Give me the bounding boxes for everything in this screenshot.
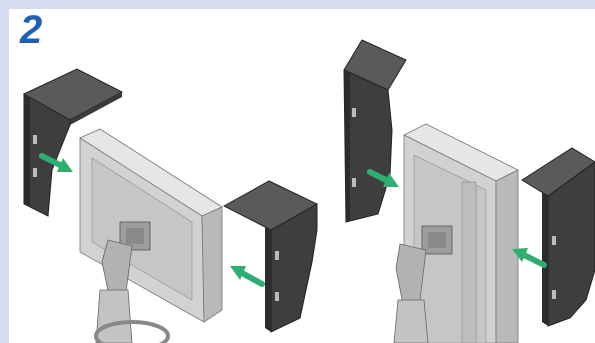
push-arrow-icon (230, 266, 262, 284)
stand-neck (394, 300, 428, 343)
vesa-mount-plate (428, 232, 446, 248)
portrait-monitor-hood-assembly (344, 40, 595, 343)
mounting-slot-icon (275, 251, 279, 260)
mounting-slot-icon (33, 135, 37, 144)
right-hood-panel (224, 181, 317, 332)
vesa-mount-plate (126, 228, 144, 244)
mounting-slot-icon (275, 292, 279, 301)
hood-side-panel (344, 70, 392, 222)
mounting-slot-icon (352, 178, 356, 187)
mounting-slot-icon (552, 290, 556, 299)
mounting-slot-icon (552, 236, 556, 245)
mounting-slot-icon (33, 168, 37, 177)
mounting-slot-icon (352, 108, 356, 117)
stand-neck (96, 290, 132, 343)
right-hood-panel (522, 148, 595, 326)
cable-channel (462, 182, 476, 343)
monitor-landscape (80, 129, 222, 343)
hood-side-edge (542, 192, 548, 326)
monitor-side-face (496, 170, 518, 343)
left-hood-panel (344, 40, 406, 222)
monitor-portrait (394, 124, 518, 343)
hood-side-edge (265, 226, 271, 332)
monitor-side-face (202, 207, 222, 322)
hood-side-edge (24, 94, 30, 207)
landscape-monitor-hood-assembly (24, 69, 317, 343)
